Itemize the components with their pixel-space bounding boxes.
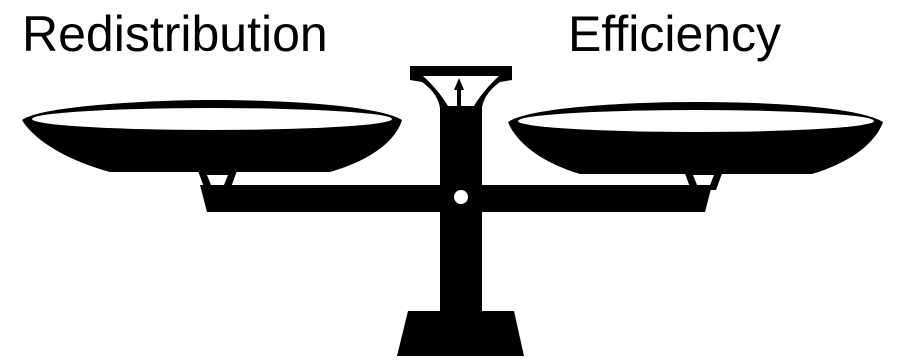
scale-pivot (454, 190, 468, 204)
left-pan-rim (32, 108, 392, 130)
scale-base (397, 311, 524, 356)
right-pan-rim (518, 110, 874, 132)
